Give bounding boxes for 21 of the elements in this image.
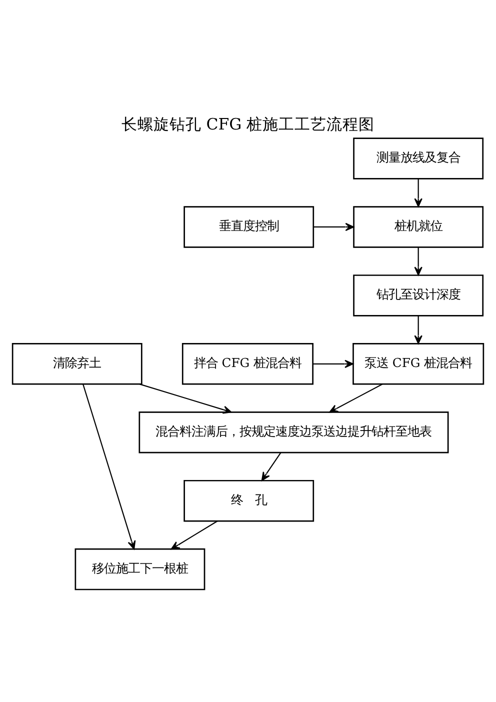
node-box: 桩机就位 [353,206,484,248]
diagram-title: 长螺旋钻孔 CFG 桩施工工艺流程图 [121,114,375,134]
node-box: 垂直度控制 [184,206,314,248]
node-box: 泵送 CFG 桩混合料 [352,343,484,385]
arrow [140,384,232,414]
node-box: 移位施工下一根桩 [74,548,206,590]
arrow [414,316,422,344]
arrow [329,384,383,413]
arrow [82,384,136,550]
node-box: 清除弃土 [12,343,142,385]
arrow [170,520,218,550]
node-box: 钻孔至设计深度 [353,274,484,316]
node-box: 终 孔 [184,480,314,522]
node-box: 测量放线及复合 [353,138,484,180]
arrow [313,222,354,232]
arrow [414,247,422,276]
arrow [261,452,282,481]
node-box: 混合料注满后，按规定速度边泵送边提升钻杆至地表 [138,412,449,454]
node-box: 拌合 CFG 桩混合料 [182,343,314,385]
arrow [313,360,354,368]
arrow [414,178,422,208]
